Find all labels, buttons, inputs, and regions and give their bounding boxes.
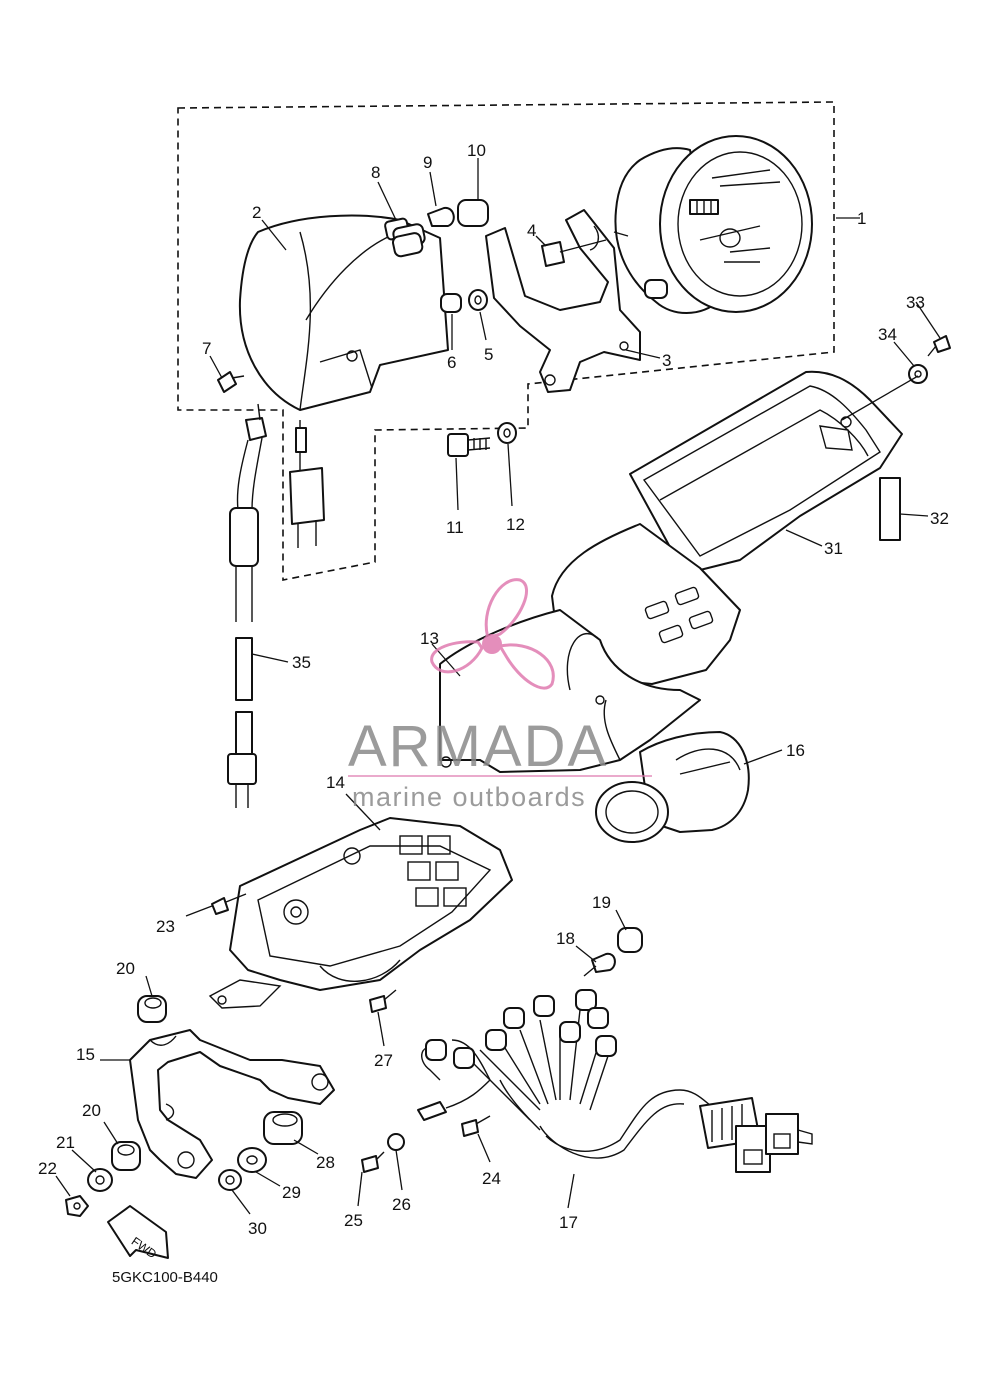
callout-27: 27 [374, 1051, 393, 1070]
meter-bracket [485, 209, 641, 393]
callout-20a: 20 [116, 959, 135, 978]
bolt-11 [447, 433, 491, 457]
callout-4: 4 [527, 221, 536, 240]
callout-26: 26 [392, 1195, 411, 1214]
callout-5: 5 [484, 345, 493, 364]
forward-direction-arrow: FWD [107, 1205, 169, 1261]
wire-harness [421, 989, 813, 1173]
callout-labels: 1 2 3 4 5 6 7 8 9 10 11 12 13 14 15 16 1… [38, 141, 949, 1238]
callout-7: 7 [202, 339, 211, 358]
screw-33 [927, 335, 951, 357]
sensor-32 [879, 477, 901, 541]
callout-22: 22 [38, 1159, 57, 1178]
nut-22 [65, 1195, 89, 1217]
callout-3: 3 [662, 351, 671, 370]
callout-9: 9 [423, 153, 432, 172]
callout-10: 10 [467, 141, 486, 160]
meter-case [208, 817, 513, 1009]
grommet-6 [440, 293, 462, 313]
callout-17: 17 [559, 1213, 578, 1232]
callout-11: 11 [446, 518, 464, 537]
screw-7 [217, 371, 245, 393]
bulb-socket-8b [391, 232, 424, 258]
callout-34: 34 [878, 325, 897, 344]
grommet-20b [111, 1141, 141, 1171]
washer-26 [387, 1133, 405, 1151]
leader-lines [55, 158, 941, 1215]
assembly-boundary [177, 101, 835, 581]
indicator-cap-19 [617, 927, 643, 953]
callout-1: 1 [857, 209, 866, 228]
grommet-28 [263, 1111, 303, 1145]
speedometer-cable [227, 403, 267, 808]
callout-35: 35 [292, 653, 311, 672]
propeller-icon [430, 578, 555, 690]
callout-2: 2 [252, 203, 261, 222]
callout-29: 29 [282, 1183, 301, 1202]
meter-cover [238, 214, 449, 548]
grommet-20a [137, 995, 167, 1023]
callout-32: 32 [930, 509, 949, 528]
callout-12: 12 [506, 515, 525, 534]
washer-12 [497, 422, 517, 444]
callout-23: 23 [156, 917, 175, 936]
washer-30 [218, 1169, 242, 1191]
callout-20b: 20 [82, 1101, 101, 1120]
screw-24 [461, 1115, 491, 1137]
callout-8: 8 [371, 163, 380, 182]
meter-mount-bracket [129, 1029, 335, 1179]
washer-5 [468, 289, 488, 311]
callout-16: 16 [786, 741, 805, 760]
callout-25: 25 [344, 1211, 363, 1230]
indicator-cap-10 [457, 199, 489, 227]
callout-15: 15 [76, 1045, 95, 1064]
callout-13: 13 [420, 629, 439, 648]
callout-19: 19 [592, 893, 611, 912]
screw-23 [211, 893, 247, 915]
speedometer-unit [613, 135, 813, 314]
callout-21: 21 [56, 1133, 75, 1152]
callout-6: 6 [447, 353, 456, 372]
screw-27 [369, 989, 397, 1013]
watermark-brand: ARMADA [348, 714, 608, 779]
callout-18: 18 [556, 929, 575, 948]
bulb-18 [583, 952, 616, 977]
collar-29 [237, 1147, 267, 1173]
tachometer-unit [595, 731, 750, 843]
stud-4 [541, 239, 607, 267]
callout-28: 28 [316, 1153, 335, 1172]
callout-33: 33 [906, 293, 925, 312]
diagram-code: 5GKC100-B440 [112, 1269, 218, 1286]
watermark-logo: ARMADA marine outboards [348, 578, 652, 812]
callout-24: 24 [482, 1169, 501, 1188]
meter-panel-cover [439, 370, 903, 773]
bulb-9 [427, 206, 455, 227]
collar-21 [87, 1168, 113, 1192]
watermark-tagline: marine outboards [352, 782, 586, 812]
callout-14: 14 [326, 773, 345, 792]
ground-lead [417, 1079, 491, 1121]
screw-25 [361, 1151, 385, 1173]
callout-31: 31 [824, 539, 843, 558]
callout-30: 30 [248, 1219, 267, 1238]
